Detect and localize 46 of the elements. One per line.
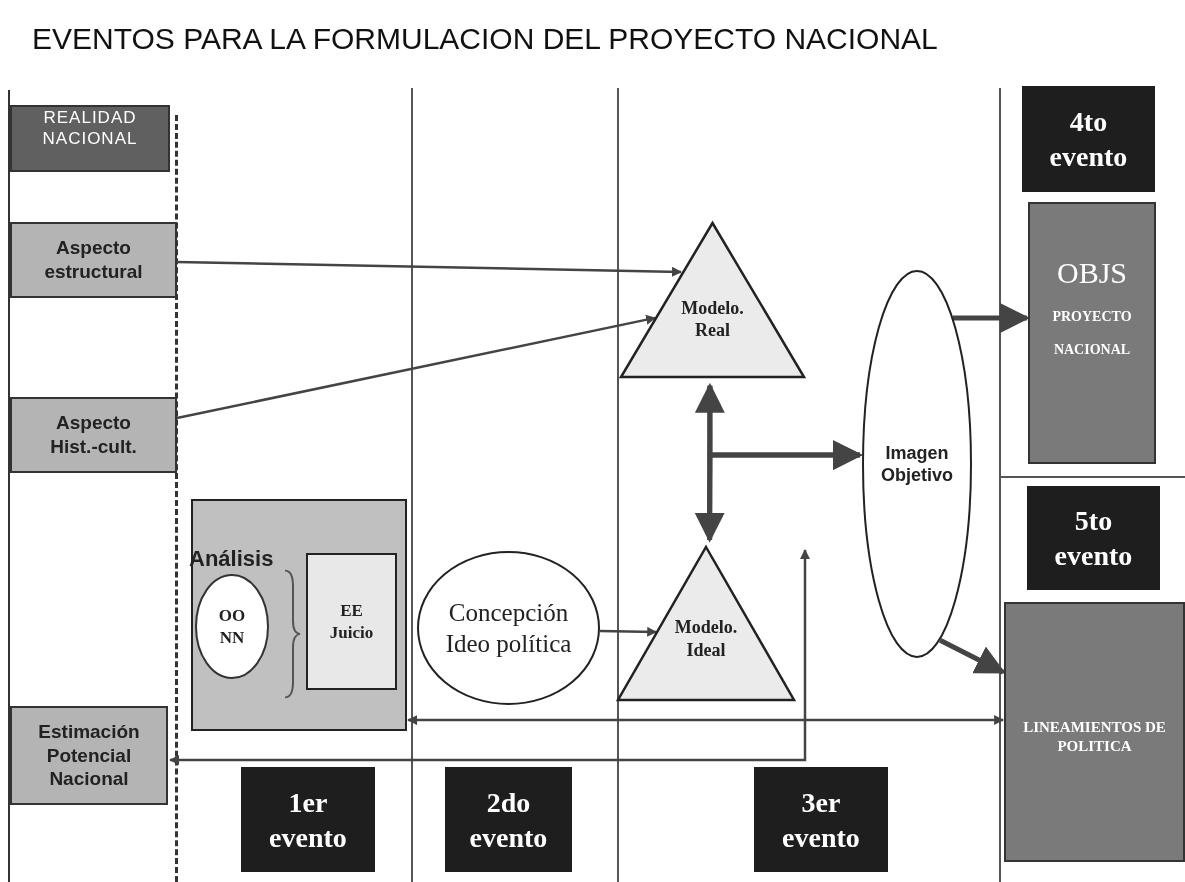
node-label: Aspecto estructural [43,236,144,284]
arrow [599,626,658,637]
double-arrow [407,715,1005,726]
event-box [241,767,375,872]
node-label: 2do evento [468,785,549,855]
process-box [10,397,177,473]
process-box [306,553,397,690]
node-label: OO NN [217,605,247,648]
arrow [176,260,682,277]
arrow [953,303,1030,334]
node-label: Imagen Objetivo [880,441,954,487]
ellipse-node [862,270,972,658]
node-label: 3er evento [781,785,861,855]
node-label: EE Juicio [328,600,375,643]
node-label: 1er evento [268,785,348,855]
arrow [707,440,863,540]
heading-box [10,105,170,172]
heading: OBJS [1056,255,1127,291]
event-box [754,767,888,872]
node-label: Aspecto Hist.-cult. [49,411,138,459]
process-box [1028,202,1156,464]
node-label: LINEAMIENTOS DE POLITICA [1022,718,1167,756]
double-arrow [169,549,810,765]
node-label: 5to evento [1053,504,1134,573]
event-box [1027,486,1160,590]
process-box [10,706,168,805]
double-arrow [694,382,725,543]
arrow [938,637,1006,675]
ellipse-node [195,574,269,679]
ellipse-node [417,551,600,705]
triangle-node [620,222,805,378]
event-box [445,767,572,872]
node-label: Modelo. Real [680,296,745,342]
arrow [176,314,657,420]
node-label: Modelo. Ideal [673,616,739,661]
process-box [1004,602,1185,862]
triangle-node [617,546,795,701]
event-box [1022,86,1155,192]
group-box [191,499,407,731]
node-label: Estimación Potencial Nacional [37,719,141,792]
node-label: REALIDAD NACIONAL [41,107,139,150]
process-box [10,222,177,298]
title: EVENTOS PARA LA FORMULACION DEL PROYECTO NACIONAL [32,22,938,56]
node-label: PROYECTO NACIONAL [1051,307,1133,360]
node-label: 4to evento [1048,105,1129,174]
node-label: Concepción Ideo política [444,597,573,659]
